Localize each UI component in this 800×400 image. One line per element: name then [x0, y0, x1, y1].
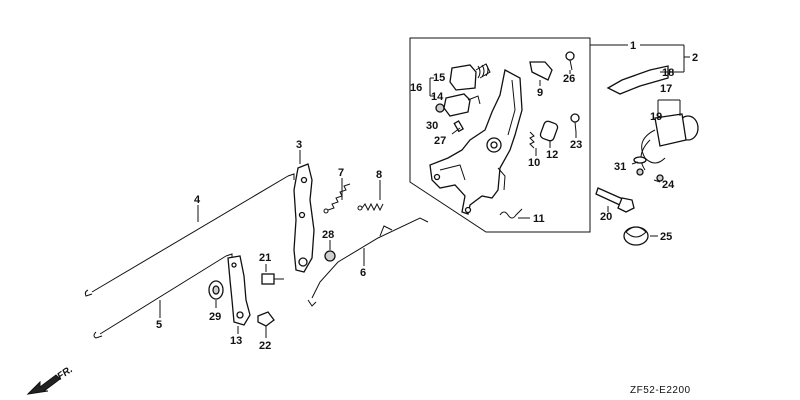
- spring-7: [323, 183, 351, 214]
- callout-8: 8: [376, 169, 382, 181]
- arrow-icon: [26, 374, 61, 395]
- bolt-20: [595, 187, 635, 213]
- front-direction-arrow: FR.: [26, 364, 75, 395]
- leader-lines: [159, 44, 690, 338]
- callout-23: 23: [570, 139, 582, 151]
- control-base-plate: [429, 69, 523, 215]
- washer-31: [633, 156, 647, 164]
- callout-26: 26: [563, 73, 575, 85]
- callout-11: 11: [533, 213, 545, 225]
- callout-6: 6: [360, 267, 366, 279]
- assembly-box-outline: [409, 37, 591, 233]
- callout-29: 29: [209, 311, 221, 323]
- spring-10: [529, 131, 535, 149]
- callout-13: 13: [230, 335, 242, 347]
- screw-23: [570, 113, 580, 133]
- callout-15: 15: [433, 72, 445, 84]
- callout-1: 1: [630, 40, 636, 52]
- callout-3: 3: [296, 139, 302, 151]
- screw-22: [257, 311, 275, 334]
- plate-18: [606, 65, 669, 95]
- callout-17: 17: [660, 83, 672, 95]
- callout-21: 21: [259, 252, 271, 264]
- clamp-25: [623, 226, 649, 246]
- screw-27: [453, 120, 464, 133]
- stop-switch-19: [636, 113, 699, 182]
- callout-30: 30: [426, 120, 438, 132]
- nut-30: [435, 103, 445, 113]
- callout-19: 19: [650, 111, 662, 123]
- screw-21: [261, 273, 284, 285]
- callout-27: 27: [434, 135, 446, 147]
- callout-18: 18: [662, 67, 674, 79]
- rod-6: [307, 217, 429, 307]
- callout-16: 16: [410, 82, 422, 94]
- callout-31: 31: [614, 161, 626, 173]
- switch-assembly: [443, 63, 491, 117]
- callout-10: 10: [528, 157, 540, 169]
- callout-4: 4: [194, 194, 201, 206]
- callout-labels: 1 2 3 4 5 6 7 8 9 10 11 12 13 14 15 16 1…: [156, 40, 698, 352]
- callout-2: 2: [692, 52, 698, 64]
- callout-20: 20: [600, 211, 612, 223]
- spring-8: [357, 202, 384, 212]
- washer-29: [208, 280, 224, 300]
- callout-22: 22: [259, 340, 271, 352]
- diagram-code: ZF52-E2200: [630, 385, 691, 396]
- callout-7: 7: [338, 167, 344, 179]
- arm-3: [293, 163, 315, 273]
- callout-9: 9: [537, 87, 543, 99]
- callout-25: 25: [660, 231, 672, 243]
- callout-5: 5: [156, 319, 162, 331]
- spring-11: [499, 208, 523, 219]
- callout-28: 28: [322, 229, 334, 241]
- rod-4: [84, 173, 295, 297]
- clip-9: [529, 61, 553, 81]
- callout-12: 12: [546, 149, 558, 161]
- callout-24: 24: [662, 179, 675, 191]
- screw-26: [565, 51, 575, 71]
- nut-28: [324, 250, 336, 262]
- callout-14: 14: [431, 91, 444, 103]
- collar-12: [539, 120, 559, 142]
- lever-13: [227, 255, 251, 326]
